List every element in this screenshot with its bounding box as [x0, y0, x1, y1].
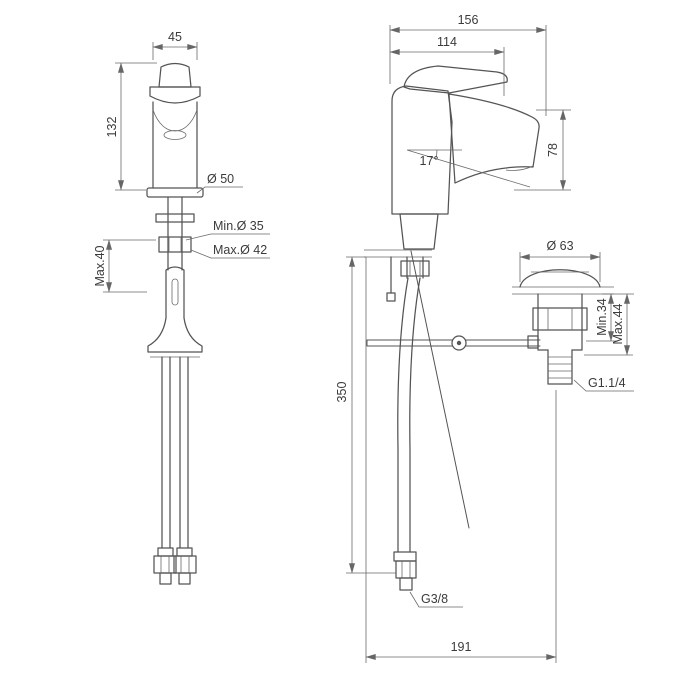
dim-side-spout-height: 78 — [514, 109, 571, 191]
front-faucet-body — [146, 62, 204, 198]
dim-side-waste-min-label: Min.34 — [595, 298, 609, 336]
dim-front-height-label: 132 — [105, 117, 119, 138]
side-base-and-deck — [364, 213, 614, 295]
waste-locknut — [532, 307, 588, 331]
dim-side-hose-length-label: 350 — [335, 382, 349, 403]
front-mounting-nut — [158, 236, 192, 253]
dim-front-hole-min-label: Min.Ø 35 — [213, 219, 264, 233]
side-view: 156 114 17° 78 Ø 63 Min.34 — [335, 13, 634, 663]
side-supply-hoses — [393, 277, 421, 591]
front-overflow-slot — [171, 278, 179, 306]
dim-front-hole-min: Min.Ø 35 — [185, 219, 270, 241]
deck-line-left — [364, 249, 432, 258]
side-spout — [448, 93, 540, 184]
dim-front-width: 45 — [152, 30, 198, 60]
dim-front-base-diameter: Ø 50 — [196, 172, 243, 194]
front-aerator — [163, 130, 187, 140]
front-hose-fittings — [153, 547, 197, 585]
dim-side-depth-label: 156 — [458, 13, 479, 27]
front-mounting-hardware — [155, 196, 195, 271]
dim-side-spout-angle: 17° — [406, 149, 531, 188]
side-base-plate — [399, 213, 439, 250]
dim-side-waste-max: Max.44 — [584, 293, 633, 356]
dim-front-base-diameter-label: Ø 50 — [207, 172, 234, 186]
front-washer — [155, 213, 195, 223]
waste-flange-dome — [519, 269, 601, 288]
dim-side-bottom-projection-label: 191 — [451, 640, 472, 654]
dim-side-spout-height-label: 78 — [546, 143, 560, 157]
dim-side-spout-angle-label: 17° — [420, 154, 439, 168]
dim-side-spout-reach-label: 114 — [437, 35, 457, 49]
side-mounting-nut — [400, 260, 430, 277]
side-under-deck-hardware — [386, 256, 430, 302]
front-view: 45 132 Ø 50 Min.Ø 35 Max.Ø 42 Max.40 — [93, 30, 270, 585]
dim-front-deck-thickness: Max.40 — [93, 239, 156, 293]
dim-side-waste-diameter: Ø 63 — [519, 239, 601, 282]
front-base-plate — [146, 187, 204, 198]
pop-up-pull-rod — [410, 250, 470, 529]
side-hose-fitting — [393, 551, 417, 562]
waste-pivot-nut — [527, 335, 539, 349]
dim-side-waste-max-label: Max.44 — [611, 303, 625, 344]
dim-front-height: 132 — [105, 62, 157, 191]
dim-side-depth: 156 — [389, 13, 547, 116]
dim-front-hole-max: Max.Ø 42 — [190, 243, 270, 259]
dim-side-hose-thread: G3/8 — [409, 591, 463, 608]
dim-side-waste-thread-label: G1.1/4 — [588, 376, 626, 390]
dim-front-hole-max-label: Max.Ø 42 — [213, 243, 267, 257]
dim-front-width-label: 45 — [168, 30, 182, 44]
dim-side-waste-thread: G1.1/4 — [573, 376, 634, 392]
front-supply-hoses — [161, 356, 189, 549]
dim-side-hose-length: 350 — [335, 256, 396, 574]
side-handle-lever — [403, 65, 508, 94]
side-pop-up-rod — [365, 250, 541, 663]
waste-tailpiece — [547, 349, 573, 385]
side-waste-assembly — [519, 269, 601, 385]
dim-side-waste-diameter-label: Ø 63 — [546, 239, 573, 253]
deck-line-right — [512, 286, 614, 295]
dim-side-hose-thread-label: G3/8 — [421, 592, 448, 606]
dim-side-spout-reach: 114 — [389, 35, 505, 96]
dim-side-bottom-projection: 191 — [365, 390, 557, 663]
side-faucet-body — [391, 65, 540, 215]
dim-side-waste-min: Min.34 — [586, 293, 634, 342]
front-waste-body — [147, 266, 203, 358]
dim-front-deck-thickness-label: Max.40 — [93, 245, 107, 286]
